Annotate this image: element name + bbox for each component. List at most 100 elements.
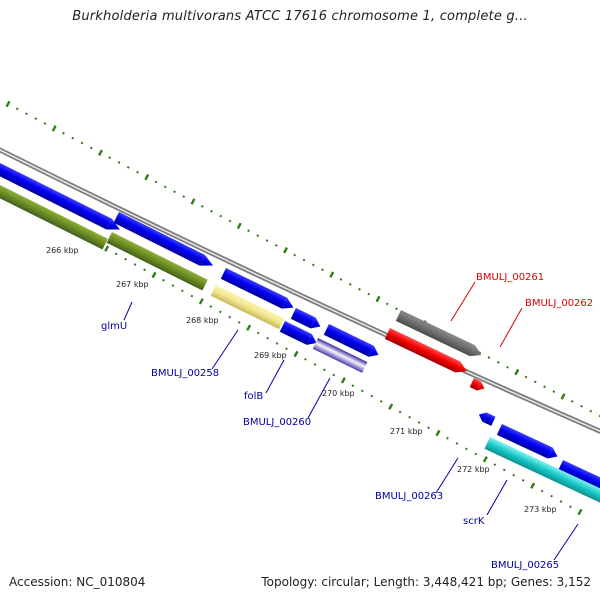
gene-scrK[interactable] [484,437,600,504]
minor-tick [408,415,411,419]
minor-tick [210,209,213,213]
minor-tick [552,390,556,393]
major-tick [530,482,536,489]
minor-tick [182,195,186,198]
minor-tick [71,136,75,140]
gene-label-BMULJ_00263[interactable]: BMULJ_00263 [375,491,443,502]
minor-tick [256,331,260,335]
kbp-label: 271 kbp [390,427,423,436]
minor-tick [533,380,537,384]
minor-tick [171,284,175,287]
major-tick [577,508,583,516]
minor-tick [512,473,516,477]
minor-tick [313,363,317,366]
gene-features [0,158,600,504]
map-title: Burkholderia multivorans ATCC 17616 chro… [72,9,528,24]
major-tick [198,298,204,305]
gene-label-BMULJ_00261[interactable]: BMULJ_00261 [476,272,544,283]
minor-tick [465,447,468,451]
gene-BMULJ_00258[interactable] [210,285,285,330]
major-tick [388,403,394,410]
minor-tick [200,205,204,208]
gene-feature[interactable] [0,183,108,250]
gene-feature[interactable] [557,460,600,497]
minor-tick [358,287,361,291]
minor-tick [143,268,146,272]
gene-feature[interactable] [496,424,560,462]
major-tick [375,295,381,303]
minor-tick [521,479,525,482]
chromosome-backbone [0,147,600,434]
minor-tick [487,356,491,359]
major-tick [293,350,299,358]
minor-tick [173,190,176,194]
major-tick [5,100,11,108]
gene-feature[interactable] [0,158,123,235]
gene-BMULJ_00263[interactable] [477,410,496,426]
minor-tick [540,489,544,493]
kbp-label: 269 kbp [254,351,287,360]
minor-tick [304,357,307,361]
gene-BMULJ_00260[interactable] [312,338,368,373]
minor-tick [385,302,389,306]
minor-tick [228,315,232,319]
minor-tick [589,409,593,413]
minor-tick [133,263,137,266]
minor-tick [398,410,402,414]
gene-feature[interactable] [220,268,296,313]
minor-tick [43,122,47,125]
minor-tick [370,394,374,398]
gene-glmU[interactable] [106,231,208,291]
minor-tick [209,305,213,308]
gene-feature[interactable] [113,212,216,271]
gene-label-BMULJ_00265[interactable]: BMULJ_00265 [491,560,559,571]
minor-tick [379,400,383,403]
outer-tick-marks [5,100,600,418]
minor-tick [247,229,250,233]
minor-tick [559,500,563,503]
gene-label-BMULJ_00262[interactable]: BMULJ_00262 [525,298,593,309]
gene-label-BMULJ_00260[interactable]: BMULJ_00260 [243,417,311,428]
minor-tick [395,307,398,311]
minor-tick [506,365,509,369]
kbp-label: 272 kbp [457,465,490,474]
minor-tick [446,436,449,440]
gene-BMULJ_00261[interactable] [395,310,484,360]
minor-tick [332,373,336,377]
minor-tick [360,389,364,393]
gene-label-BMULJ_00258[interactable]: BMULJ_00258 [151,368,219,379]
label-leader-lines [123,281,579,561]
minor-tick [524,375,528,379]
minor-tick [34,117,38,120]
gene-label-scrK[interactable]: scrK [463,516,485,527]
kbp-label: 267 kbp [116,280,149,289]
minor-tick [25,112,28,116]
minor-tick [114,252,118,256]
minor-tick [569,505,572,509]
major-tick [104,245,110,252]
gene-label-folB[interactable]: folB [244,391,263,402]
minor-tick [274,244,278,247]
minor-tick [163,185,167,189]
gene-folB[interactable] [279,321,319,348]
minor-tick [427,426,430,430]
gene-feature[interactable] [290,308,323,332]
gene-BMULJ_00262[interactable] [384,328,470,377]
kbp-label: 273 kbp [524,505,557,514]
major-tick [435,429,441,437]
gene-labels: glmU BMULJ_00258 folB BMULJ_00260 BMULJ_… [101,272,593,571]
minor-tick [293,253,297,257]
minor-tick [265,239,269,242]
major-tick [482,456,488,463]
gene-label-glmU[interactable]: glmU [101,321,127,332]
minor-tick [348,283,352,286]
major-tick [144,173,150,181]
gene-feature[interactable] [469,378,487,393]
gene-feature[interactable] [323,324,381,360]
minor-tick [311,263,315,267]
minor-tick [543,385,546,389]
minor-tick [367,292,371,296]
minor-tick [550,494,553,498]
minor-tick [321,268,324,272]
